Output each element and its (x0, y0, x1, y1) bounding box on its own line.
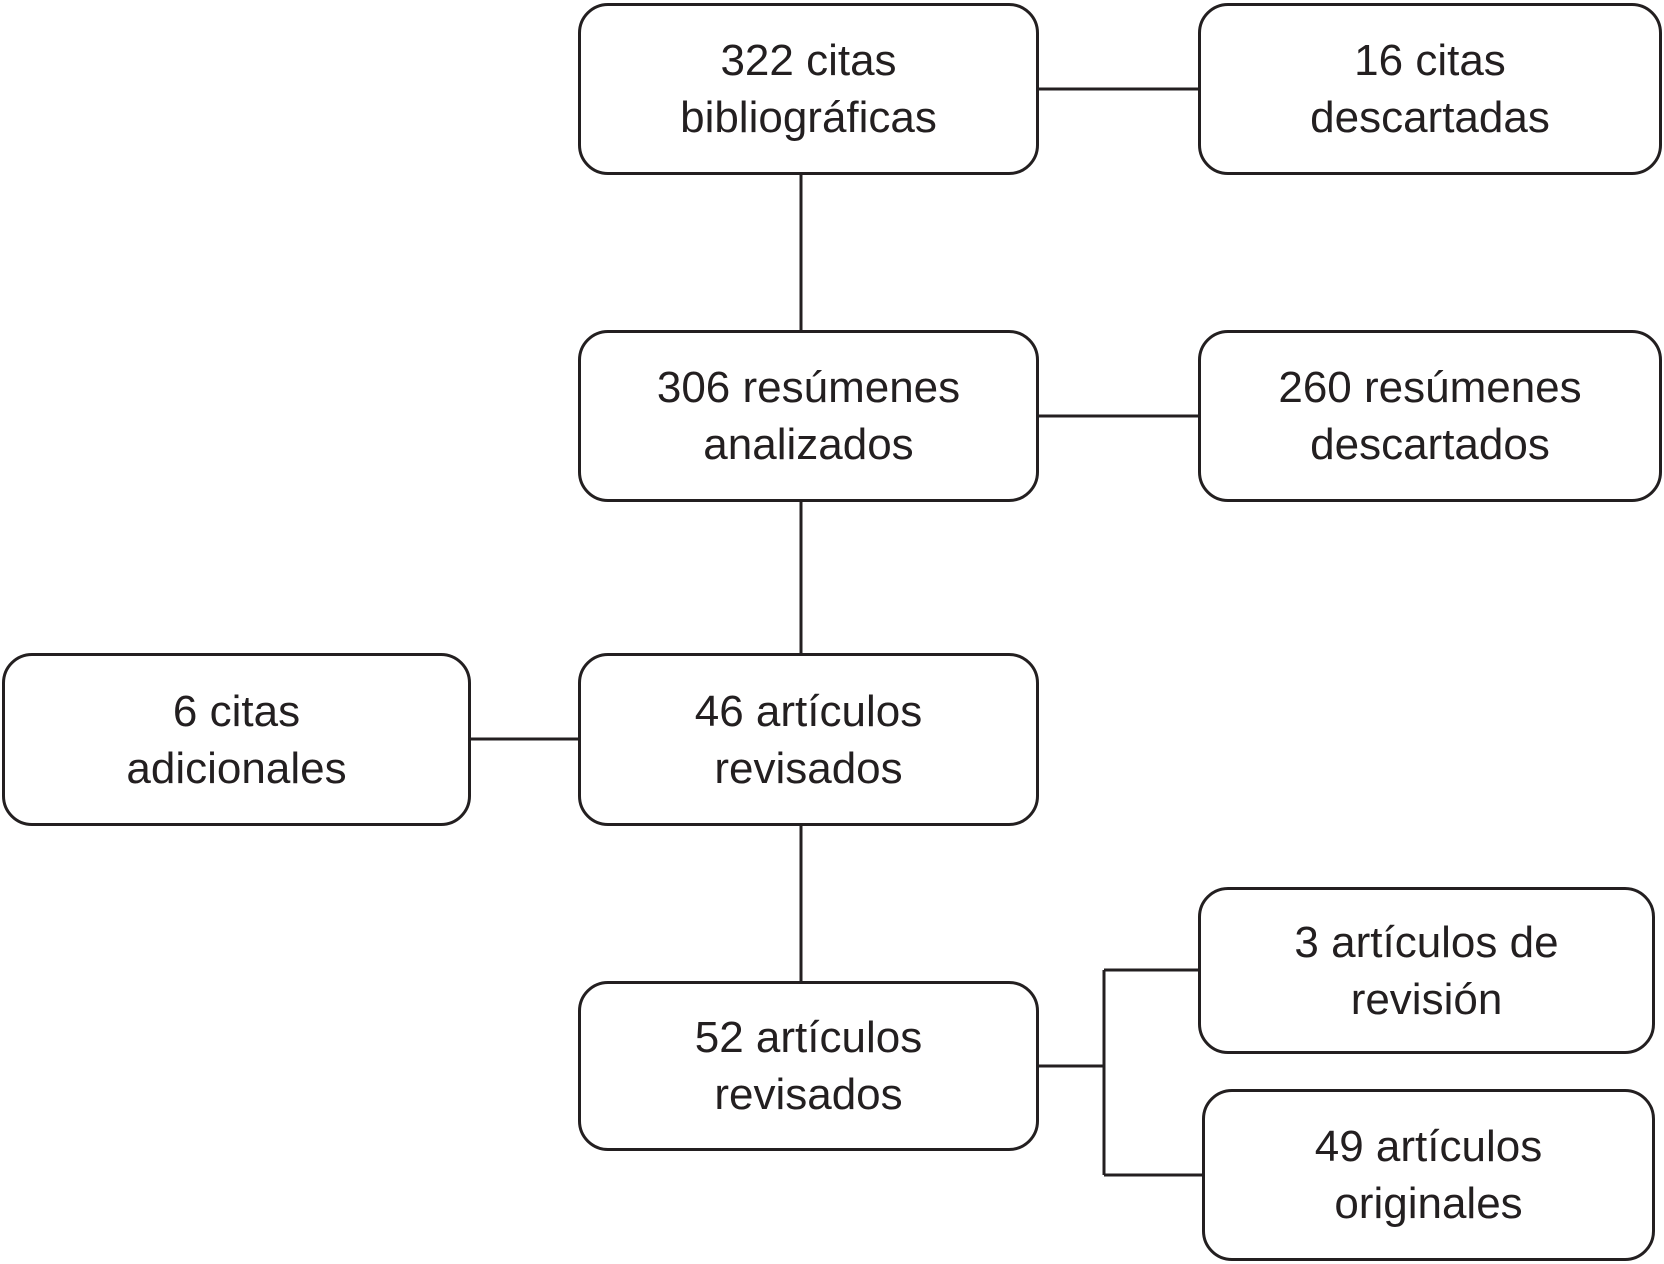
box-resumenes-descartados-line1: 260 resúmenes (1278, 363, 1582, 412)
box-citas-adicionales-line1: 6 citas (172, 686, 301, 736)
box-articulos-revisados-52-line1: 52 artículos (694, 1013, 923, 1062)
box-citas-descartadas: 16 citas descartadas (1198, 3, 1662, 175)
box-articulos-originales-line1: 49 artículos (1314, 1122, 1543, 1171)
box-articulos-revisados-52-line2: revisados (714, 1070, 903, 1119)
box-articulos-revision-line2: revisión (1350, 974, 1503, 1024)
box-citas-bibliograficas-line1: 322 citas (720, 36, 897, 85)
box-articulos-revisados-46: 46 artículos revisados (578, 653, 1039, 826)
box-articulos-revision: 3 artículos de revisión (1198, 887, 1655, 1054)
box-citas-descartadas-line2: descartadas (1310, 93, 1550, 142)
box-citas-bibliograficas-line2: bibliográficas (680, 93, 937, 142)
box-resumenes-descartados: 260 resúmenes descartados (1198, 330, 1662, 502)
box-articulos-originales: 49 artículos originales (1202, 1089, 1655, 1261)
box-articulos-revisados-46-line1: 46 artículos (694, 686, 923, 736)
box-articulos-originales-line2: originales (1334, 1179, 1523, 1228)
box-articulos-revision-line1: 3 artículos de (1294, 917, 1559, 967)
box-citas-adicionales-line2: adicionales (126, 743, 347, 793)
box-citas-descartadas-line1: 16 citas (1354, 36, 1506, 85)
box-citas-adicionales: 6 citas adicionales (2, 653, 471, 826)
box-resumenes-analizados: 306 resúmenes analizados (578, 330, 1039, 502)
box-articulos-revisados-52: 52 artículos revisados (578, 981, 1039, 1151)
box-citas-bibliograficas: 322 citas bibliográficas (578, 3, 1039, 175)
box-resumenes-analizados-line2: analizados (703, 420, 914, 469)
box-resumenes-descartados-line2: descartados (1310, 420, 1550, 469)
box-resumenes-analizados-line1: 306 resúmenes (656, 363, 961, 412)
box-articulos-revisados-46-line2: revisados (714, 743, 903, 793)
